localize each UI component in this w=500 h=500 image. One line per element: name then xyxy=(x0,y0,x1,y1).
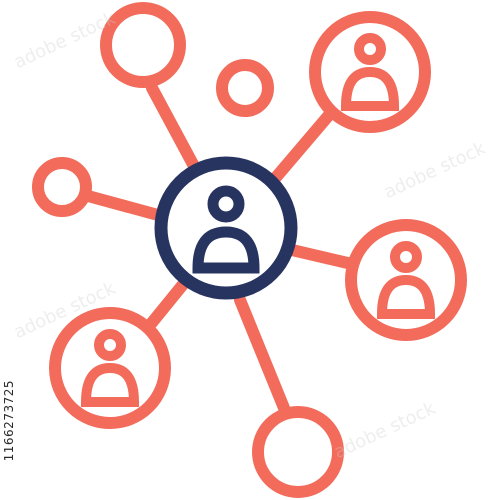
user-icon xyxy=(80,329,140,407)
node-circle-bottom xyxy=(252,406,344,498)
connector-line xyxy=(140,276,191,336)
central-user-node xyxy=(154,156,298,300)
connector-lines xyxy=(82,82,358,414)
connector-line xyxy=(234,294,290,414)
connector-line xyxy=(266,102,341,188)
node-circle-small-top xyxy=(216,59,274,117)
stock-id: 1166273725 xyxy=(2,380,16,462)
connector-line xyxy=(146,82,201,174)
user-icon xyxy=(376,241,436,319)
node-circle-top-left xyxy=(100,2,186,88)
user-icon xyxy=(340,33,400,111)
user-node-bottom-left xyxy=(49,307,171,429)
connector-line xyxy=(286,244,358,270)
node-circle-left xyxy=(32,157,92,217)
user-node-right xyxy=(345,219,467,341)
user-icon xyxy=(192,185,260,274)
connector-line xyxy=(82,190,164,221)
user-node-top-right xyxy=(309,11,431,133)
